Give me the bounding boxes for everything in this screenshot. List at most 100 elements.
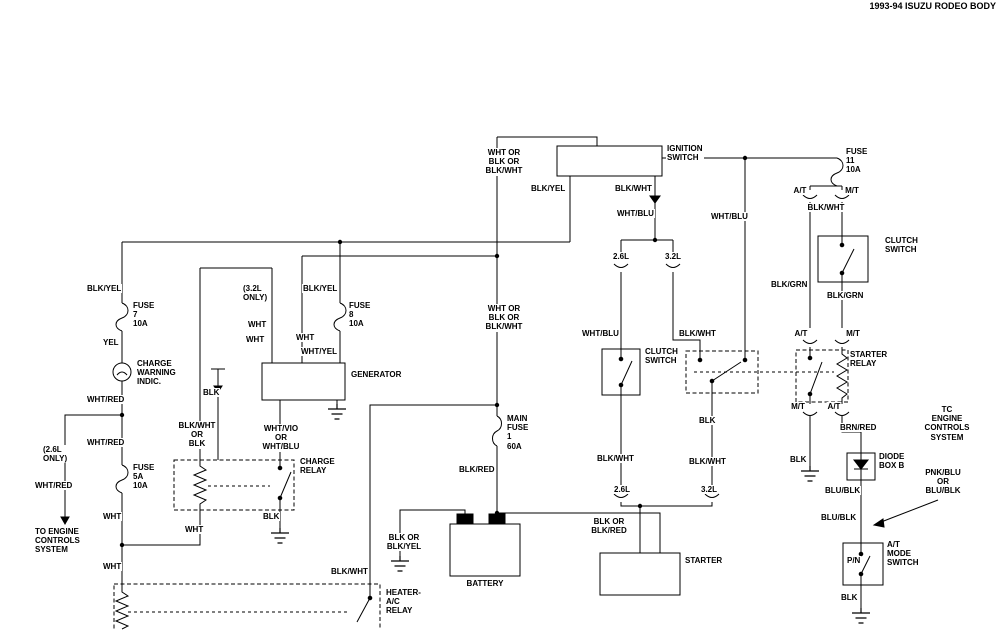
label-blk-mid: BLK xyxy=(698,416,717,426)
split-brace xyxy=(665,263,681,268)
label-mt-bottom: M/T xyxy=(790,402,806,412)
label-32l-top: 3.2L xyxy=(663,252,683,262)
diode-bar xyxy=(854,453,868,480)
label-pnk-blu: PNK/BLU OR BLU/BLK xyxy=(924,468,962,496)
starter-relay-blade xyxy=(809,350,823,404)
label-wht-2: WHT xyxy=(184,525,205,535)
variant-braces xyxy=(613,194,850,498)
label-wht-blk-top: WHT OR BLK OR BLK/WHT xyxy=(484,148,524,176)
contact-dot xyxy=(697,357,703,363)
wire-heater-branch xyxy=(369,404,497,584)
label-26l-top: 2.6L xyxy=(611,252,631,262)
label-blk-wht-or-blk: BLK/WHT OR BLK xyxy=(177,421,217,449)
label-blk-wht-ignition: BLK/WHT xyxy=(614,184,653,194)
label-26l-only: (2.6L ONLY) xyxy=(42,445,69,464)
label-wht-4: WHT xyxy=(247,320,268,330)
split-brace xyxy=(802,411,818,416)
label-blk-yel-ignition: BLK/YEL xyxy=(530,184,567,194)
ground-icon xyxy=(801,466,819,482)
contact-dot xyxy=(277,495,283,501)
wires xyxy=(64,136,862,608)
tc-engine-controls-lead xyxy=(875,499,939,525)
ground-icon xyxy=(271,528,289,544)
label-32l-only: (3.2L ONLY) xyxy=(242,284,269,303)
contact-dot xyxy=(742,357,748,363)
wire-battery-to-starter xyxy=(497,512,661,553)
label-blk-wht-at: BLK/WHT xyxy=(806,203,846,213)
label-wht-1: WHT xyxy=(102,512,123,522)
split-brace xyxy=(704,493,720,498)
label-fuse-8: FUSE 8 10A xyxy=(348,301,372,329)
main-fuse-icon xyxy=(492,415,502,447)
ignition-switch-box xyxy=(556,145,663,177)
label-blk-generator: BLK xyxy=(202,388,221,398)
wire-generator-mid xyxy=(301,255,497,363)
connector-tbar-icon xyxy=(211,368,225,386)
label-main-fuse: MAIN FUSE 1 60A xyxy=(506,414,530,451)
heater-relay-coil-icon xyxy=(114,584,130,630)
heater-ac-relay-box xyxy=(113,583,381,630)
contact-dot xyxy=(618,356,624,362)
starter-relay-coil-icon xyxy=(836,350,848,404)
label-blk-wht-heater: BLK/WHT xyxy=(330,567,369,577)
label-charge-warning-indic: CHARGE WARNING INDIC. xyxy=(136,359,177,387)
fuse-5a-icon xyxy=(115,464,129,494)
at-mode-switch-box xyxy=(842,542,884,586)
label-clutch-switch-right: CLUTCH SWITCH xyxy=(884,236,919,255)
label-wht-vio-or: WHT/VIO OR WHT/BLU xyxy=(261,424,301,452)
label-blk-red: BLK/RED xyxy=(458,465,496,475)
label-32l-bottom: 3.2L xyxy=(699,485,719,495)
wire-fuse11-split xyxy=(809,185,843,190)
label-fuse-11: FUSE 11 10A xyxy=(845,147,869,175)
label-heater-ac-relay: HEATER- A/C RELAY xyxy=(385,588,422,616)
label-blk-grn-left: BLK/GRN xyxy=(770,280,809,290)
label-at-bottom: A/T xyxy=(826,402,842,412)
wire-ignition-feed xyxy=(497,136,598,146)
wire-relay-at-diode xyxy=(841,416,862,453)
contact-dot xyxy=(807,391,813,397)
label-wht-5: WHT xyxy=(245,335,266,345)
wire-clutch-mid-out xyxy=(620,395,641,553)
wire-32l-branch xyxy=(672,272,701,351)
page-title: 1993-94 ISUZU RODEO BODY xyxy=(869,1,996,11)
split-brace xyxy=(834,194,850,199)
label-blu-blk-2: BLU/BLK xyxy=(820,513,858,523)
split-brace xyxy=(613,493,629,498)
junction-dot xyxy=(494,510,500,516)
junction-dot xyxy=(652,237,658,243)
ground-icon xyxy=(852,608,870,624)
connector-arrow-icon xyxy=(649,195,661,204)
label-wht-red-3: WHT/RED xyxy=(34,481,74,491)
label-to-engine-controls: TO ENGINE CONTROLS SYSTEM xyxy=(34,527,81,555)
engine-controls-arrow-icon xyxy=(60,516,70,526)
label-blk-wht-26l-out: BLK/WHT xyxy=(596,454,635,464)
label-blu-blk-1: BLU/BLK xyxy=(824,486,862,496)
symbols xyxy=(60,157,939,630)
label-fuse-5a: FUSE 5A 10A xyxy=(132,463,156,491)
split-brace xyxy=(834,411,850,416)
wire-engine-controls-branch xyxy=(64,414,122,517)
label-brn-red: BRN/RED xyxy=(839,423,878,433)
wire-charge-relay-output xyxy=(122,510,201,546)
label-blk-wht-32l-out: BLK/WHT xyxy=(688,457,727,467)
diode-icon xyxy=(852,459,870,470)
contact-dot xyxy=(367,595,373,601)
label-blk-grn-right: BLK/GRN xyxy=(826,291,865,301)
label-wht-blu-ignition: WHT/BLU xyxy=(616,209,655,219)
charge-warning-lamp-icon xyxy=(112,362,132,382)
label-blk-wht-32l: BLK/WHT xyxy=(678,329,717,339)
label-generator: GENERATOR xyxy=(350,370,403,380)
battery-terminal-left xyxy=(456,513,474,525)
contact-dot xyxy=(839,270,845,276)
at-mode-switch-contact xyxy=(860,543,871,585)
split-brace xyxy=(613,263,629,268)
contact-dot xyxy=(618,382,624,388)
tc-engine-controls-arrow-icon xyxy=(872,518,885,528)
charge-relay-box xyxy=(173,459,295,511)
ground-icon xyxy=(328,404,346,420)
clutch-switch-mid-contact xyxy=(620,349,633,395)
label-mt-mid: M/T xyxy=(845,329,861,339)
fuse-7-icon xyxy=(115,302,129,332)
charge-relay-coil-icon xyxy=(192,460,208,510)
